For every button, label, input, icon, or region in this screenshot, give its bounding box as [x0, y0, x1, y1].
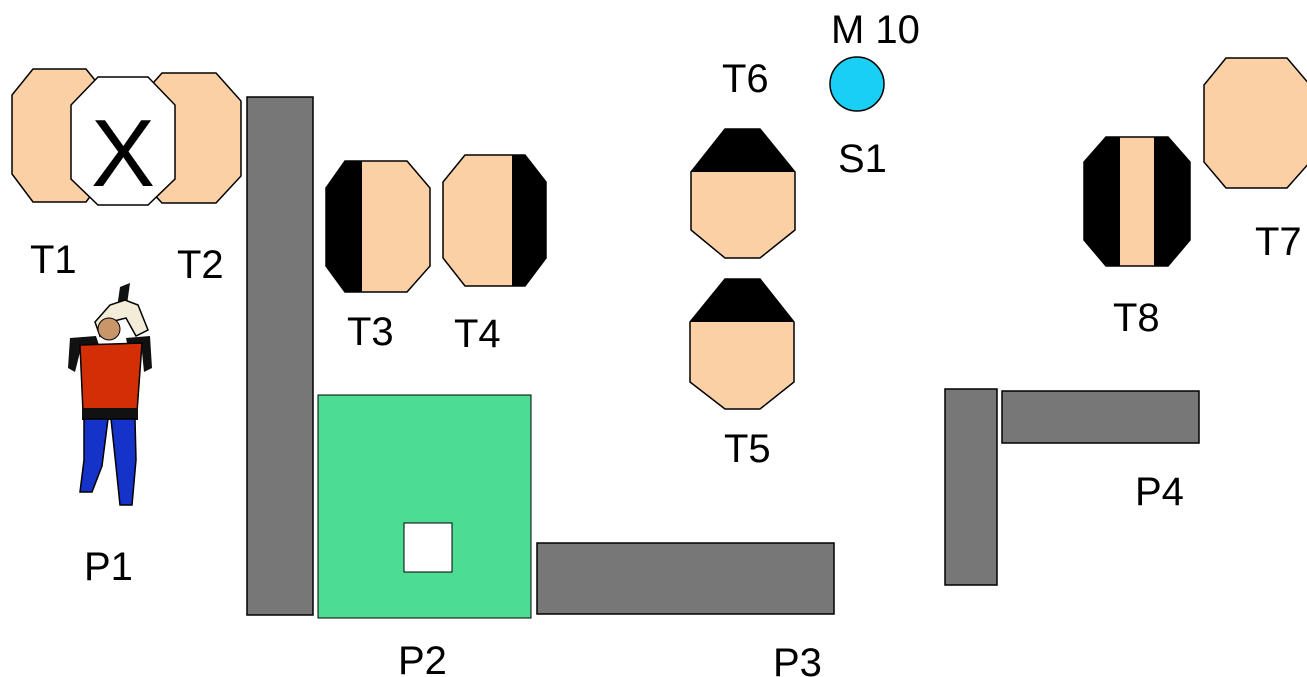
target-label: T5: [724, 427, 771, 471]
no-shoot-mark: X: [91, 100, 155, 207]
no-shoot-target: X: [70, 76, 176, 207]
tall-wall: [246, 96, 314, 616]
target-t3: T3: [325, 160, 431, 354]
target-label: T2: [177, 243, 224, 287]
prop-p4-wall: P4: [944, 388, 1200, 586]
prop-label: P1: [84, 545, 133, 589]
target-label: T3: [347, 310, 394, 354]
prop-label: P3: [773, 641, 822, 677]
target-label: T1: [30, 238, 77, 282]
target-label: T7: [1255, 220, 1302, 264]
target-t8: T8: [1083, 136, 1191, 340]
prop-p2-box: P2: [317, 394, 532, 677]
steel-plate-s1: M 10 S1: [829, 8, 920, 181]
prop-label: P4: [1135, 470, 1184, 514]
shooter-p1: P1: [68, 283, 152, 589]
steel-tag: M 10: [831, 8, 920, 52]
target-t7: T7: [1203, 57, 1307, 264]
steel-label: S1: [838, 137, 887, 181]
prop-label: P2: [398, 639, 447, 677]
port-opening: [403, 522, 453, 573]
target-label: T4: [454, 312, 501, 356]
prop-p3-wall: P3: [536, 542, 835, 677]
target-label: T6: [722, 57, 769, 101]
target-label: T8: [1113, 296, 1160, 340]
target-t6: T6: [690, 57, 796, 259]
target-t4: T4: [442, 154, 547, 356]
target-t5: T5: [689, 278, 795, 471]
